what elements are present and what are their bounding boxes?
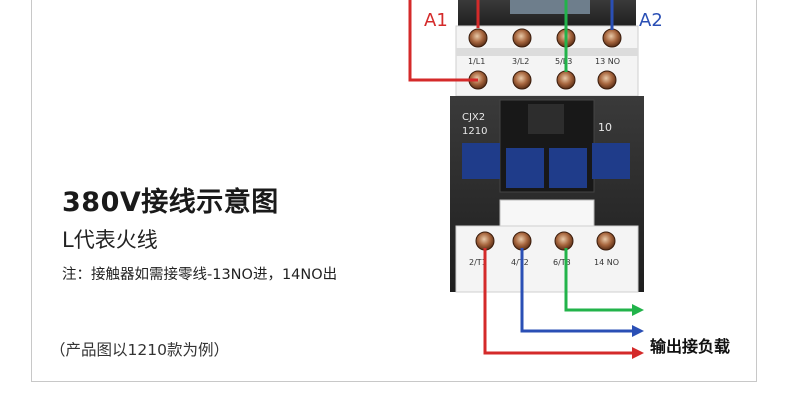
device-rating: 10 (598, 121, 612, 134)
wire-green-output (564, 248, 632, 312)
arrow-green (632, 304, 644, 316)
coil-label-a1: A1 (424, 10, 448, 31)
product-footnote: （产品图以1210款为例） (50, 341, 229, 359)
screw-top-13 (597, 70, 617, 90)
neutral-wiring-note: 注：接触器如需接零线-13NO进，14NO出 (62, 267, 338, 283)
indicator-button-right (592, 143, 630, 179)
top-terminal-label-2: 3/L2 (512, 57, 529, 66)
screw-a2 (602, 28, 622, 48)
top-terminal-recess (456, 48, 638, 56)
wire-blue-output (520, 248, 632, 333)
screw-bottom-6 (554, 231, 574, 251)
screw-bottom-4 (512, 231, 532, 251)
screw-top-3 (512, 70, 532, 90)
indicator-button-left (462, 143, 500, 179)
screw-bottom-2 (475, 231, 495, 251)
wire-red-output (483, 248, 632, 355)
diagram-title: 380V接线示意图 (62, 187, 279, 218)
output-load-label: 输出接负载 (650, 337, 731, 356)
screw-bottom-14 (596, 231, 616, 251)
armature-slot (528, 104, 564, 134)
screw-a1 (468, 28, 488, 48)
bottom-terminal-label-1: 2/T1 (469, 258, 487, 267)
arrow-red (632, 347, 644, 359)
live-wire-note: L代表火线 (62, 228, 158, 252)
bottom-terminal-label-3: 6/T3 (553, 258, 571, 267)
coil-label-a2: A2 (639, 10, 663, 31)
wire-red-input (408, 0, 478, 82)
screw-top-5 (556, 70, 576, 90)
top-terminal-label-1: 1/L1 (468, 57, 485, 66)
content-frame (31, 0, 757, 382)
top-terminal-label-4: 13 NO (595, 57, 620, 66)
screw-center-left (512, 28, 532, 48)
device-code: 1210 (462, 126, 487, 137)
indicator-button-center-left (506, 148, 544, 188)
top-terminal-label-3: 5/L3 (555, 57, 572, 66)
contact-window (499, 199, 595, 231)
arrow-blue (632, 325, 644, 337)
indicator-button-center-right (549, 148, 587, 188)
coil-rating-plate (510, 0, 590, 14)
bottom-terminal-label-4: 14 NO (594, 258, 619, 267)
device-model: CJX2 (462, 112, 485, 123)
bottom-terminal-label-2: 4/T2 (511, 258, 529, 267)
